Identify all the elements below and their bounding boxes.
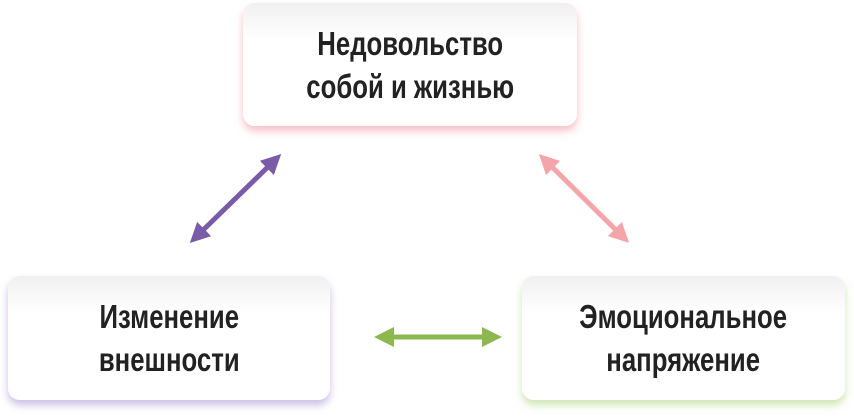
node-appearance-change: Изменение внешности: [8, 276, 330, 400]
node-text-line: напряжение: [606, 341, 761, 378]
node-dissatisfaction: Недовольство собой и жизнью: [243, 3, 577, 126]
arrow-left-top: [189, 154, 282, 243]
node-text-line: Недовольство: [317, 24, 503, 62]
arrow-top-right: [538, 153, 630, 244]
node-text-line: внешности: [98, 341, 240, 378]
node-text-line: Изменение: [99, 298, 239, 335]
node-text-line: собой и жизнью: [306, 67, 514, 105]
node-text-line: Эмоциональное: [579, 298, 788, 335]
node-emotional-tension: Эмоциональное напряжение: [522, 276, 845, 400]
